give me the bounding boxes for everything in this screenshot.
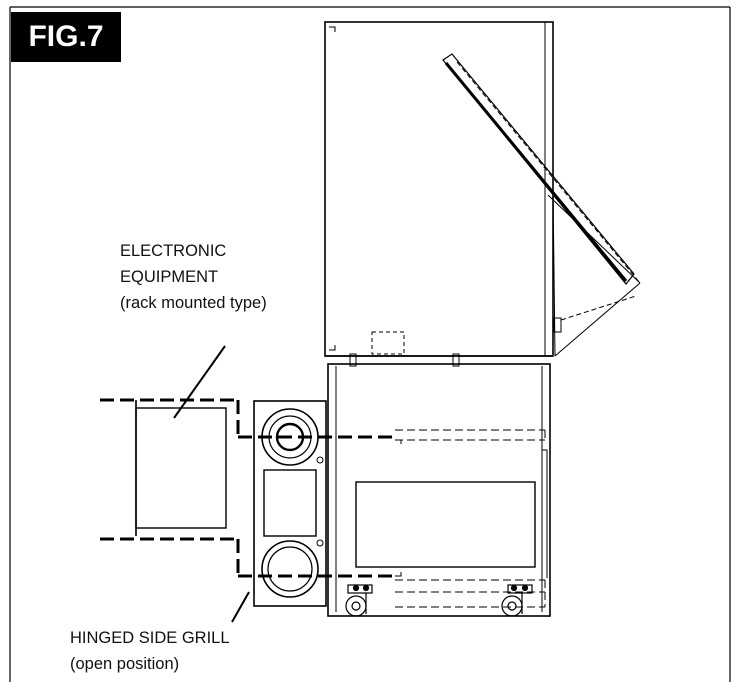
diagram-border <box>9 6 731 682</box>
caster-right <box>501 584 533 617</box>
leader-lines <box>173 345 250 623</box>
upper-cabinet <box>324 21 554 357</box>
equipment-callout-line1: ELECTRONIC <box>120 242 227 260</box>
grill-callout: HINGED SIDE GRILL (open position) <box>70 625 230 677</box>
rack-equipment <box>100 398 395 578</box>
caster-left <box>345 584 373 617</box>
equipment-callout-line3: (rack mounted type) <box>120 294 267 312</box>
equipment-callout: ELECTRONIC EQUIPMENT (rack mounted type) <box>120 238 267 316</box>
figure-label: FIG.7 <box>11 12 121 62</box>
side-grill <box>253 400 327 607</box>
lower-stand <box>327 353 551 617</box>
equipment-callout-line2: EQUIPMENT <box>120 268 219 286</box>
grill-callout-line2: (open position) <box>70 655 180 673</box>
open-lid <box>442 53 641 357</box>
grill-callout-line1: HINGED SIDE GRILL <box>70 629 230 647</box>
